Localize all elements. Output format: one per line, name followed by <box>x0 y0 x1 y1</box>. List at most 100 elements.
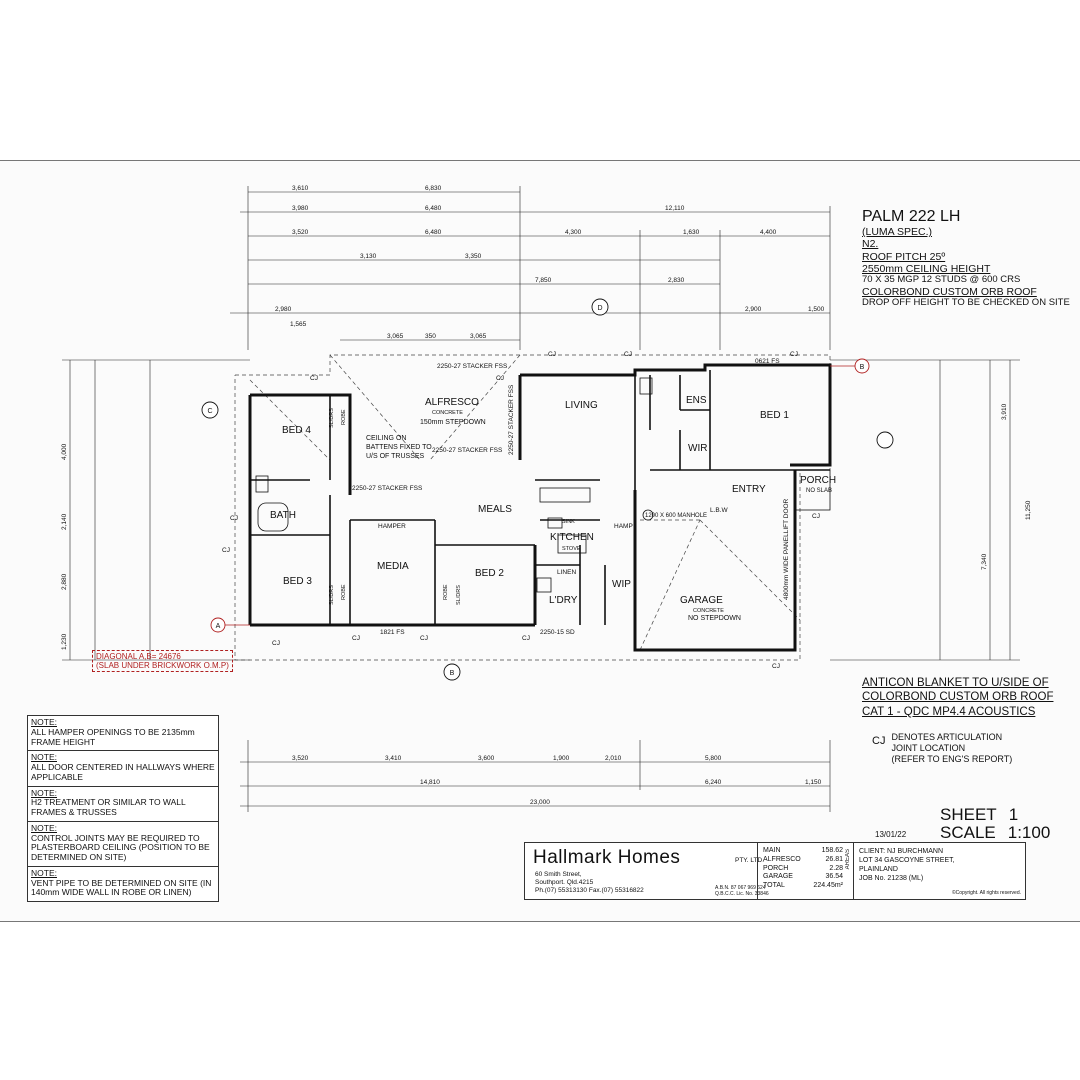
note-3-text: H2 TREATMENT OR SIMILAR TO WALL FRAMES &… <box>31 797 186 818</box>
label-fs1821: 1821 FS <box>380 629 405 636</box>
dim-top3-c: 4,300 <box>565 229 582 236</box>
label-sd: 2250-15 SD <box>540 629 575 636</box>
room-garage-sub1: CONCRETE <box>693 608 724 614</box>
dim-top2-c: 12,110 <box>665 205 685 212</box>
company-street: 60 Smith Street, <box>535 871 582 878</box>
diagonal-line-1: DIAGONAL A,B= 24676 <box>96 652 181 661</box>
dim-bot1-f: 5,800 <box>705 755 722 762</box>
marker-c-label: C <box>207 408 212 415</box>
dim-left-a: 4,000 <box>61 443 68 460</box>
client-info: CLIENT: NJ BURCHMANN LOT 34 GASCOYNE STR… <box>859 847 955 883</box>
marker-b-bottom-label: B <box>450 670 455 677</box>
ens-toilet <box>639 377 653 395</box>
dim-left-c: 2,880 <box>61 573 68 590</box>
dim-bot2-c: 1,150 <box>805 779 822 786</box>
roof-pitch: ROOF PITCH 25º <box>862 250 946 263</box>
label-stacker-2: 2250-27 STACKER FSS <box>352 485 423 492</box>
robe-bed3: ROBE <box>341 584 347 600</box>
robe-labels: ROBE SL/DRS ROBE SL/DRS ROBE SL/DRS <box>329 408 462 605</box>
company-phone: Ph.(07) 55313130 Fax.(07) 55316822 <box>535 887 644 894</box>
note-5: NOTE: VENT PIPE TO BE DETERMINED ON SITE… <box>28 867 218 901</box>
dim-right-b: 11,250 <box>1025 500 1032 520</box>
room-media: MEDIA <box>377 561 409 572</box>
sheet-label: SHEET <box>940 805 997 824</box>
dim-top3-b: 6,480 <box>425 229 442 236</box>
label-hamper: HAMPER <box>378 523 406 530</box>
room-garage-sub2: NO STEPDOWN <box>688 615 741 622</box>
note-2: NOTE: ALL DOOR CENTERED IN HALLWAYS WHER… <box>28 751 218 787</box>
hot-water-unit <box>642 509 654 521</box>
ceiling-note-3: U/S OF TRUSSES <box>366 453 425 460</box>
dim-top5-b: 1,565 <box>290 321 307 328</box>
svg-text:CJ: CJ <box>310 375 318 382</box>
dim-bot1-c: 3,600 <box>478 755 495 762</box>
room-entry: ENTRY <box>732 484 766 495</box>
dim-bot1-e: 2,010 <box>605 755 622 762</box>
ceiling-note-2: BATTENS FIXED TO <box>366 444 432 451</box>
note-2-head: NOTE: <box>31 752 57 763</box>
robe-bed2: ROBE <box>443 584 449 600</box>
cj-legend-line-1: DENOTES ARTICULATION <box>891 732 1003 742</box>
stud-spec: 70 X 35 MGP 12 STUDS @ 600 CRS <box>862 273 1021 285</box>
cj-legend-line-3: (REFER TO ENG'S REPORT) <box>891 753 1013 764</box>
dim-top6-a: 3,065 <box>387 333 404 340</box>
diagonal-note: DIAGONAL A,B= 24676 (SLAB UNDER BRICKWOR… <box>92 650 233 673</box>
dim-top3-e: 4,400 <box>760 229 777 236</box>
anticon-line-1: ANTICON BLANKET TO U/SIDE OF <box>862 677 1049 689</box>
dim-bot2-a: 14,810 <box>420 779 440 786</box>
dim-top1-a: 3,610 <box>292 185 309 192</box>
roof-spec: COLORBOND CUSTOM ORB ROOF <box>862 285 1037 298</box>
room-alfresco: ALFRESCO <box>425 397 479 408</box>
dim-top3-a: 3,520 <box>292 229 309 236</box>
dim-top2-b: 6,480 <box>425 205 442 212</box>
svg-text:CJ: CJ <box>352 635 360 642</box>
marker-c <box>201 401 219 419</box>
svg-text:CJ: CJ <box>548 351 556 358</box>
client-lot: LOT 34 GASCOYNE STREET, <box>859 857 955 865</box>
room-ens: ENS <box>686 395 707 406</box>
sink <box>547 517 563 529</box>
company-qbcc: Q.B.C.C. Lic. No. 33846 <box>715 891 769 897</box>
dim-top4-d: 2,830 <box>668 277 685 284</box>
marker-a-label: A <box>216 623 221 630</box>
marker-c-right <box>876 431 894 449</box>
anticon-line-3: CAT 1 - QDC MP4.4 ACOUSTICS <box>862 705 1036 718</box>
svg-text:CJ: CJ <box>812 513 820 520</box>
note-3: NOTE: H2 TREATMENT OR SIMILAR TO WALL FR… <box>28 787 218 822</box>
marker-d-label: D <box>597 305 602 312</box>
room-meals: MEALS <box>478 504 512 515</box>
dimension-text: 3,610 6,830 3,980 6,480 12,110 3,520 6,4… <box>61 185 1032 806</box>
wind-class: N2. <box>862 238 879 251</box>
company-licence: A.B.N. 87 067 969 624 Q.B.C.C. Lic. No. … <box>715 885 769 897</box>
note-4-head: NOTE: <box>31 822 57 833</box>
note-3-head: NOTE: <box>31 787 57 798</box>
stove <box>557 534 587 554</box>
dim-right-a: 3,910 <box>1001 403 1008 420</box>
cj-legend: CJ DENOTES ARTICULATION JOINT LOCATION (… <box>872 732 1012 764</box>
room-porch: PORCH <box>800 475 836 486</box>
note-2-text: ALL DOOR CENTERED IN HALLWAYS WHERE APPL… <box>31 762 215 782</box>
svg-text:CJ: CJ <box>272 640 280 647</box>
room-bed2: BED 2 <box>475 568 504 579</box>
svg-text:CJ: CJ <box>222 547 230 554</box>
note-1: NOTE: ALL HAMPER OPENINGS TO BE 2135mm F… <box>28 716 218 752</box>
label-hamp: HAMP <box>614 523 633 530</box>
dim-bot1-d: 1,900 <box>553 755 570 762</box>
robe-bed4: ROBE <box>341 409 347 425</box>
areas-label: AREAS <box>845 849 851 870</box>
label-fs0621: 0621 FS <box>755 358 780 365</box>
dim-top6-c: 3,065 <box>470 333 487 340</box>
dim-bot2-b: 6,240 <box>705 779 722 786</box>
copyright: ©Copyright. All rights reserved. <box>952 890 1021 896</box>
svg-text:CJ: CJ <box>420 635 428 642</box>
sldrs-bed3: SL/DRS <box>329 585 335 605</box>
plan-name: PALM 222 LH <box>862 208 961 225</box>
room-ldry: L'DRY <box>549 595 578 606</box>
anticon-line-2: COLORBOND CUSTOM ORB ROOF <box>862 691 1054 704</box>
drop-off-note: DROP OFF HEIGHT TO BE CHECKED ON SITE <box>862 296 1070 308</box>
room-alfresco-sub2: 150mm STEPDOWN <box>420 419 486 426</box>
